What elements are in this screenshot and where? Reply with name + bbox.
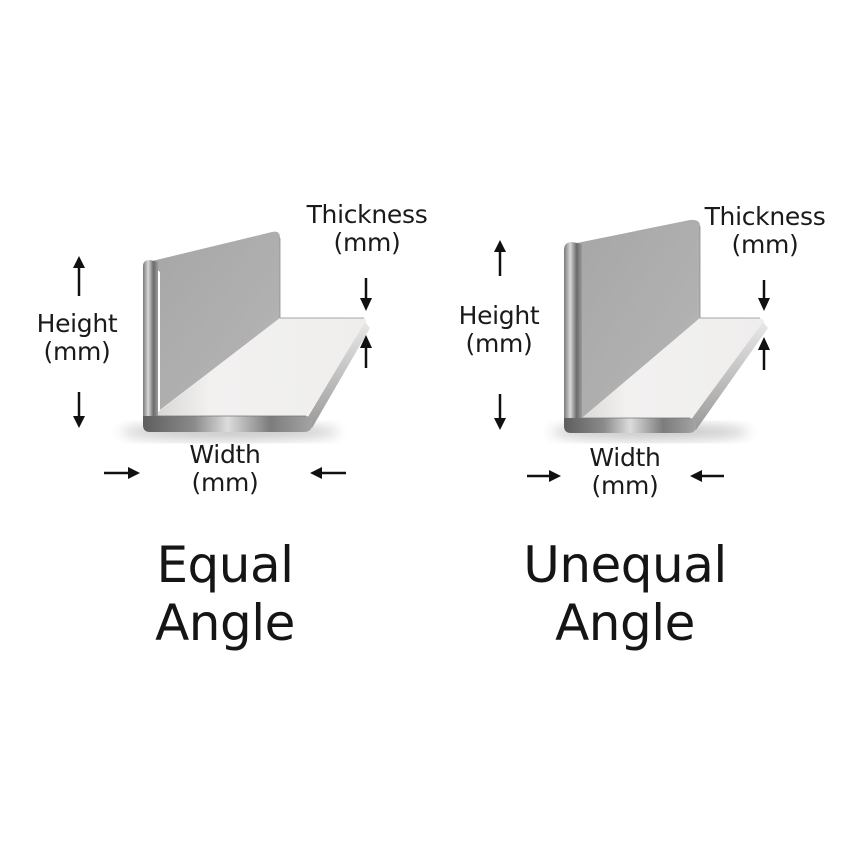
unequal-height-label: Height (mm) <box>440 302 558 358</box>
equal-width-arrow-left-icon <box>310 467 346 479</box>
unequal-thickness-text: Thickness <box>704 202 826 231</box>
unequal-height-unit: (mm) <box>465 329 533 358</box>
equal-caption-line2: Angle <box>155 594 295 652</box>
equal-height-arrow-up-icon <box>73 256 85 296</box>
equal-height-label: Height (mm) <box>18 310 136 366</box>
equal-width-arrow-right-icon <box>104 467 140 479</box>
unequal-width-label: Width (mm) <box>560 444 690 500</box>
equal-thickness-arrow-up-icon <box>360 335 372 368</box>
unequal-angle-shape <box>550 219 768 440</box>
unequal-thickness-arrow-down-icon <box>758 280 770 311</box>
unequal-caption-line2: Angle <box>555 594 695 652</box>
equal-height-text: Height <box>36 309 118 338</box>
unequal-height-text: Height <box>458 301 540 330</box>
unequal-width-arrow-left-icon <box>690 470 724 482</box>
unequal-width-arrow-right-icon <box>527 470 561 482</box>
equal-thickness-text: Thickness <box>306 200 428 229</box>
equal-angle-shape <box>120 231 370 440</box>
equal-width-label: Width (mm) <box>160 441 290 497</box>
equal-width-text: Width <box>189 440 261 469</box>
equal-height-arrow-down-icon <box>73 392 85 428</box>
equal-thickness-label: Thickness (mm) <box>282 201 452 257</box>
unequal-angle-caption: Unequal Angle <box>490 536 760 652</box>
unequal-height-arrow-up-icon <box>494 240 506 276</box>
equal-height-unit: (mm) <box>43 337 111 366</box>
equal-thickness-unit: (mm) <box>333 228 401 257</box>
unequal-width-text: Width <box>589 443 661 472</box>
equal-caption-line1: Equal <box>156 536 294 594</box>
equal-width-unit: (mm) <box>191 468 259 497</box>
unequal-thickness-label: Thickness (mm) <box>680 203 850 259</box>
equal-thickness-arrow-down-icon <box>360 278 372 311</box>
unequal-width-unit: (mm) <box>591 471 659 500</box>
equal-angle-caption: Equal Angle <box>110 536 340 652</box>
unequal-thickness-arrow-up-icon <box>758 337 770 370</box>
unequal-height-arrow-down-icon <box>494 394 506 430</box>
unequal-caption-line1: Unequal <box>523 536 727 594</box>
unequal-thickness-unit: (mm) <box>731 230 799 259</box>
